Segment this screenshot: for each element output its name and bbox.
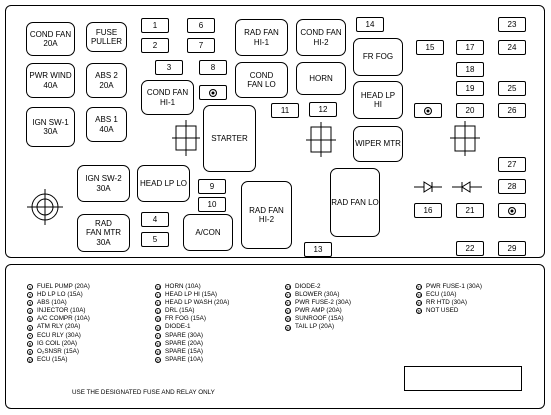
relay-abs-1: ABS 1 40A	[86, 107, 127, 142]
fuse-11: 11	[271, 103, 299, 118]
fuse-3: 3	[155, 60, 183, 75]
relay-socket-icon	[450, 121, 480, 156]
fuse-12: 12	[309, 102, 337, 117]
empty-fuse-slot	[414, 103, 442, 118]
fuse-17: 17	[456, 40, 484, 55]
fuse-28: 28	[498, 179, 526, 194]
relay-rad-fan-hi-1: RAD FAN HI-1	[235, 19, 288, 56]
relay-rad-fan-mtr: RAD FAN MTR 30A	[77, 214, 130, 252]
relay-ign-sw-2: IGN SW-2 30A	[77, 165, 130, 202]
relay-head-lp-hi: HEAD LP HI	[353, 81, 403, 119]
relay-cond-fan-20a: COND FAN 20A	[26, 22, 75, 56]
fuse-23: 23	[498, 17, 526, 32]
relay-ign-sw-1: IGN SW-1 30A	[26, 107, 75, 147]
fuse-24: 24	[498, 40, 526, 55]
fuse-legend-panel	[5, 264, 545, 409]
relay-wiper-mtr: WIPER MTR	[353, 126, 403, 162]
relay-abs-2: ABS 2 20A	[86, 63, 127, 98]
relay-rad-fan-lo: RAD FAN LO	[330, 168, 380, 237]
fuse-18: 18	[456, 62, 484, 77]
relay-head-lp-lo: HEAD LP LO	[137, 165, 190, 202]
diode-icon	[414, 181, 442, 193]
fuse-7: 7	[187, 38, 215, 53]
relay-fr-fog: FR FOG	[353, 38, 403, 76]
relay-cond-fan-hi-1: COND FAN HI-1	[141, 80, 194, 115]
fuse-25: 25	[498, 81, 526, 96]
empty-fuse-slot	[498, 203, 526, 218]
relay-a-con: A/CON	[183, 214, 233, 251]
designated-fuse-notice: USE THE DESIGNATED FUSE AND RELAY ONLY	[72, 389, 215, 396]
fuse-14: 14	[356, 17, 384, 32]
fuse-16: 16	[414, 203, 442, 218]
relay-horn: HORN	[296, 62, 346, 95]
relay-fuse-puller: FUSE PULLER	[86, 22, 127, 52]
fuse-9: 9	[198, 179, 226, 194]
relay-cond-fan-lo: COND FAN LO	[235, 62, 288, 98]
fuse-10: 10	[198, 197, 226, 212]
relay-cond-fan-hi-2: COND FAN HI-2	[296, 19, 346, 56]
relay-socket-icon	[172, 120, 200, 156]
relay-socket-icon	[306, 122, 336, 157]
relay-rad-fan-hi-2: RAD FAN HI-2	[241, 181, 292, 249]
relay-pwr-wind: PWR WIND 40A	[26, 63, 75, 98]
fuse-26: 26	[498, 103, 526, 118]
fuse-20: 20	[456, 103, 484, 118]
fuse-19: 19	[456, 81, 484, 96]
relay-starter: STARTER	[203, 105, 256, 172]
fuse-1: 1	[141, 18, 169, 33]
fuse-4: 4	[141, 212, 169, 227]
fuse-22: 22	[456, 241, 484, 256]
fuse-29: 29	[498, 241, 526, 256]
ground-terminal-icon	[27, 189, 63, 225]
fuse-8: 8	[199, 60, 227, 75]
blank-label-box	[404, 366, 522, 391]
fuse-5: 5	[141, 232, 169, 247]
fuse-13: 13	[304, 242, 332, 257]
fuse-6: 6	[187, 18, 215, 33]
fuse-15: 15	[416, 40, 444, 55]
fuse-21: 21	[456, 203, 484, 218]
diode-icon	[452, 181, 482, 193]
fuse-27: 27	[498, 157, 526, 172]
fuse-2: 2	[141, 38, 169, 53]
empty-fuse-slot	[199, 85, 227, 100]
